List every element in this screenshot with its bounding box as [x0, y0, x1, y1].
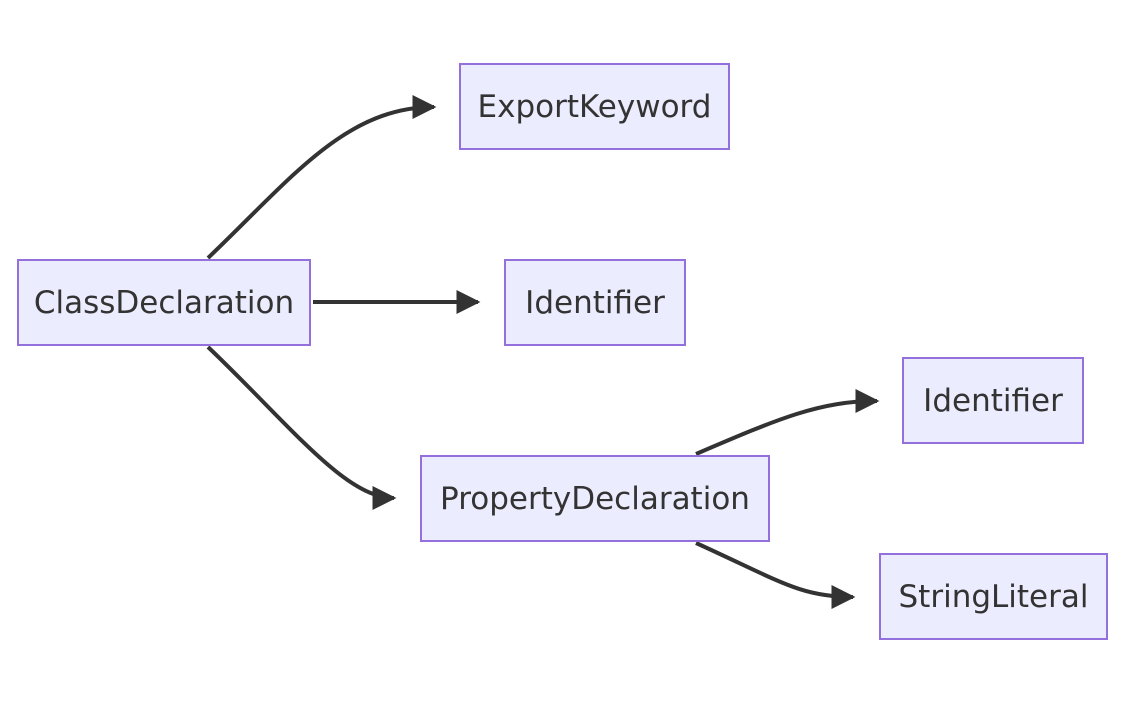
edge-class-declaration-to-export-keyword — [206, 95, 437, 260]
node-class-declaration[interactable]: ClassDeclaration — [17, 259, 311, 346]
edge-property-declaration-to-identifier — [695, 389, 880, 456]
edge-class-declaration-to-property-declaration — [206, 345, 397, 510]
node-identifier-child[interactable]: Identifier — [902, 357, 1084, 444]
node-identifier[interactable]: Identifier — [504, 259, 686, 346]
node-string-literal[interactable]: StringLiteral — [879, 553, 1108, 640]
edge-property-declaration-to-string-literal — [695, 541, 856, 609]
node-export-keyword[interactable]: ExportKeyword — [459, 63, 730, 150]
node-property-declaration[interactable]: PropertyDeclaration — [420, 455, 770, 542]
